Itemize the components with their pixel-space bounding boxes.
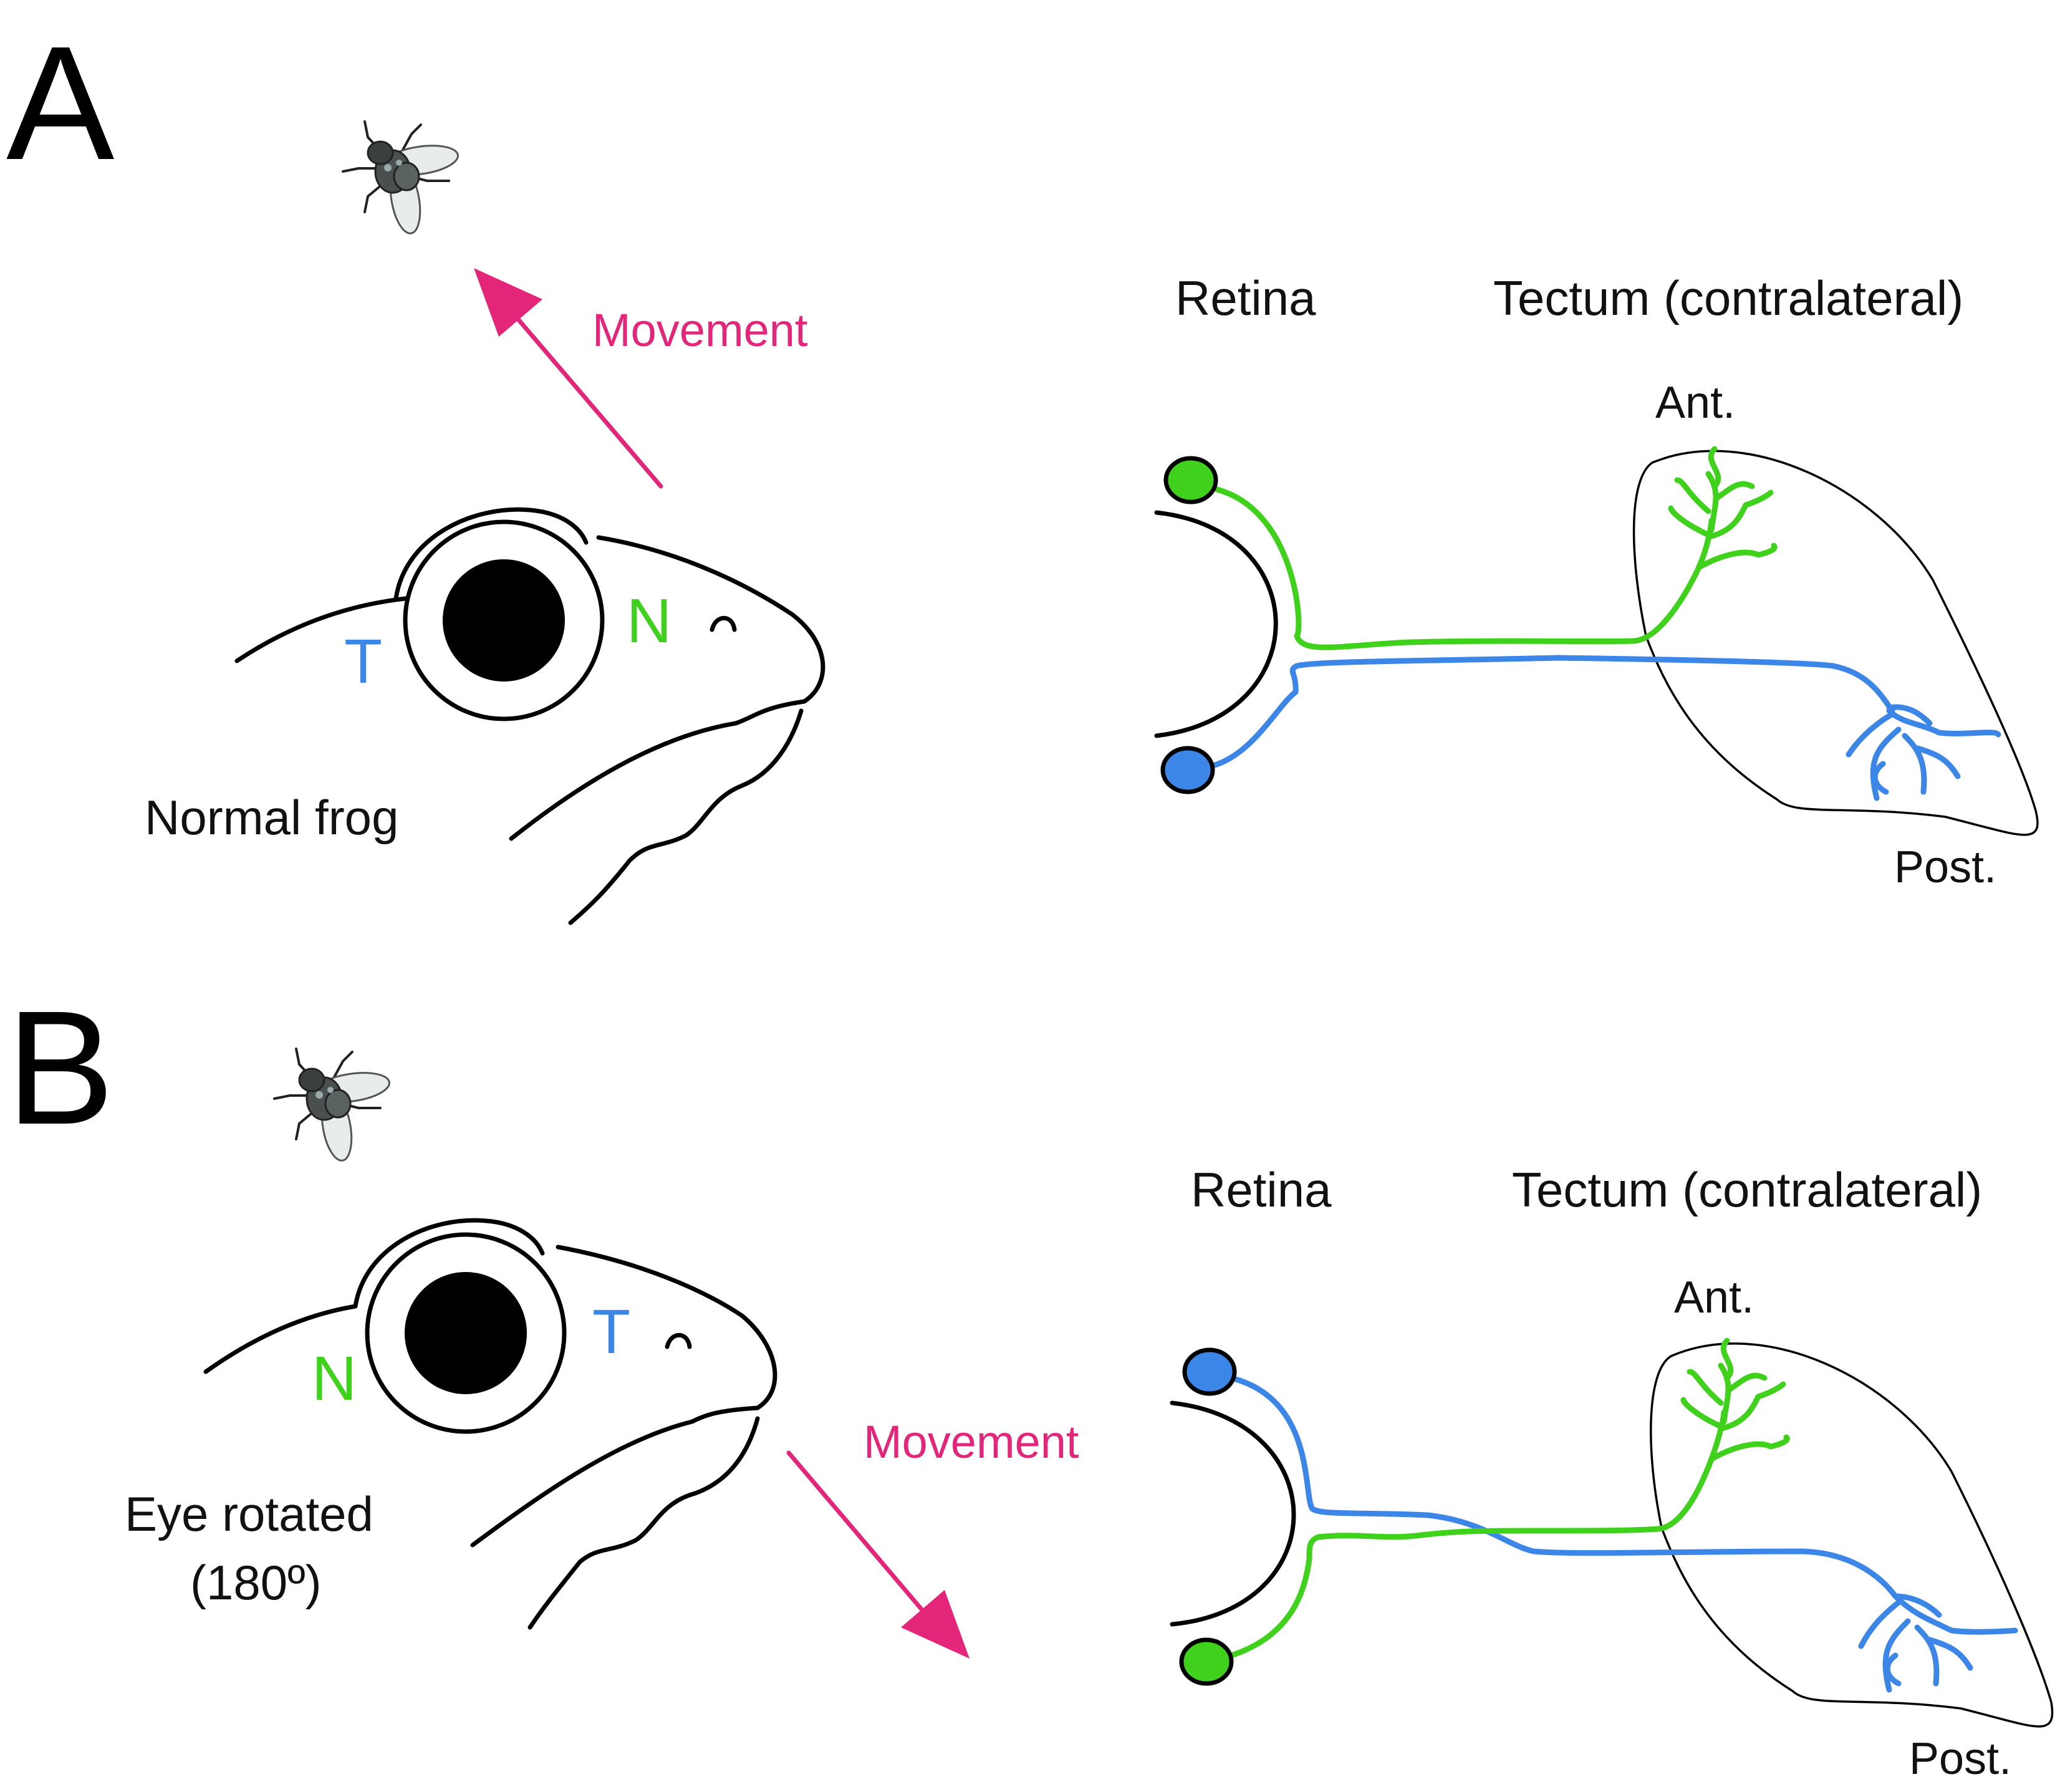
retina-label: Retina bbox=[1191, 1162, 1332, 1217]
retina-cell-nasal bbox=[1163, 456, 1218, 504]
panel-letter: B bbox=[6, 978, 114, 1159]
movement-label: Movement bbox=[864, 1416, 1079, 1468]
green-axon bbox=[1214, 446, 1778, 650]
frog-head-icon bbox=[234, 507, 825, 925]
frog-label-nasal: N bbox=[312, 1344, 357, 1414]
tectum-outline bbox=[1632, 450, 2039, 836]
retina-arc bbox=[1154, 510, 1278, 738]
panel-letter: A bbox=[6, 13, 115, 194]
retina-cell-temporal bbox=[1160, 746, 1215, 794]
tectum-outline bbox=[1650, 1342, 2054, 1728]
panel-a: A Movement T N Normal frog Retina Tectum… bbox=[6, 13, 2039, 925]
tectum-anterior-label: Ant. bbox=[1674, 1273, 1754, 1322]
tectum-posterior-label: Post. bbox=[1894, 842, 1996, 892]
frog-caption-line2: (180º) bbox=[190, 1555, 322, 1610]
tectum-label: Tectum (contralateral) bbox=[1512, 1162, 1982, 1217]
tectum-label: Tectum (contralateral) bbox=[1493, 271, 1963, 325]
frog-label-temporal: T bbox=[344, 627, 382, 696]
blue-axon bbox=[1233, 1376, 2018, 1693]
retina-arc bbox=[1170, 1400, 1296, 1627]
fly-icon bbox=[342, 120, 461, 237]
frog-label-nasal: N bbox=[627, 586, 671, 656]
movement-arrow bbox=[786, 1450, 970, 1659]
frog-label-temporal: T bbox=[592, 1297, 630, 1367]
green-axon bbox=[1228, 1337, 1790, 1659]
blue-axon bbox=[1210, 655, 2001, 801]
fly-icon bbox=[273, 1048, 393, 1164]
panel-b: B N T Eye rotated (180º) Movement Retina… bbox=[6, 978, 2054, 1784]
retina-cell-temporal bbox=[1182, 1347, 1237, 1396]
movement-arrow bbox=[474, 268, 663, 489]
frog-head-icon bbox=[203, 1218, 777, 1630]
frog-caption: Eye rotated bbox=[125, 1486, 373, 1541]
retina-cell-nasal bbox=[1179, 1637, 1234, 1686]
frog-caption: Normal frog bbox=[145, 790, 398, 845]
tectum-posterior-label: Post. bbox=[1909, 1734, 2011, 1784]
tectum-anterior-label: Ant. bbox=[1655, 378, 1735, 428]
retina-label: Retina bbox=[1175, 271, 1316, 325]
movement-label: Movement bbox=[592, 304, 808, 356]
